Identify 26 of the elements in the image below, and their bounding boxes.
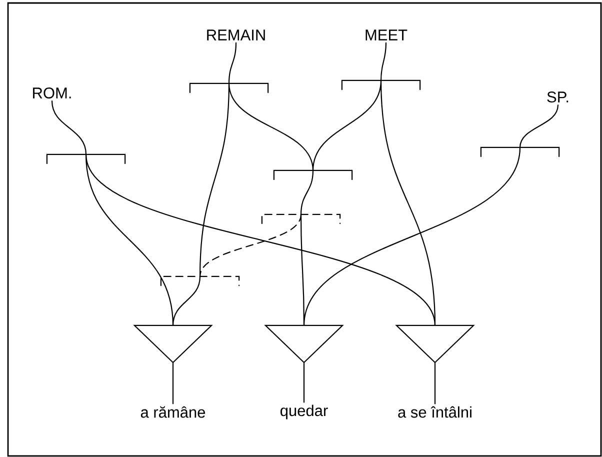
bracket — [261, 214, 341, 224]
connector-line — [380, 42, 387, 81]
connector-line — [228, 42, 237, 84]
connector-line — [380, 80, 436, 326]
word-label: ROM. — [33, 88, 71, 98]
bracket — [46, 154, 126, 164]
connector-line — [172, 362, 174, 404]
connector-line — [300, 170, 314, 215]
word-label: quedar — [280, 404, 328, 420]
connector-line — [519, 104, 559, 148]
bracket — [480, 146, 560, 158]
connector-line — [51, 100, 87, 155]
connector-line — [303, 146, 521, 326]
word-label: MEET — [366, 30, 408, 40]
word-label: a se întâlni — [398, 406, 472, 418]
word-label: a rămâne — [140, 406, 206, 418]
bracket — [160, 276, 240, 286]
bracket — [189, 82, 269, 94]
word-label: REMAIN — [207, 30, 265, 40]
connector-line — [199, 214, 302, 277]
bracket — [273, 170, 353, 180]
connector-line — [434, 362, 436, 404]
word-label: SP. — [547, 92, 568, 102]
bracket — [341, 80, 421, 90]
connector-line — [303, 362, 305, 403]
connector-line — [172, 276, 201, 326]
